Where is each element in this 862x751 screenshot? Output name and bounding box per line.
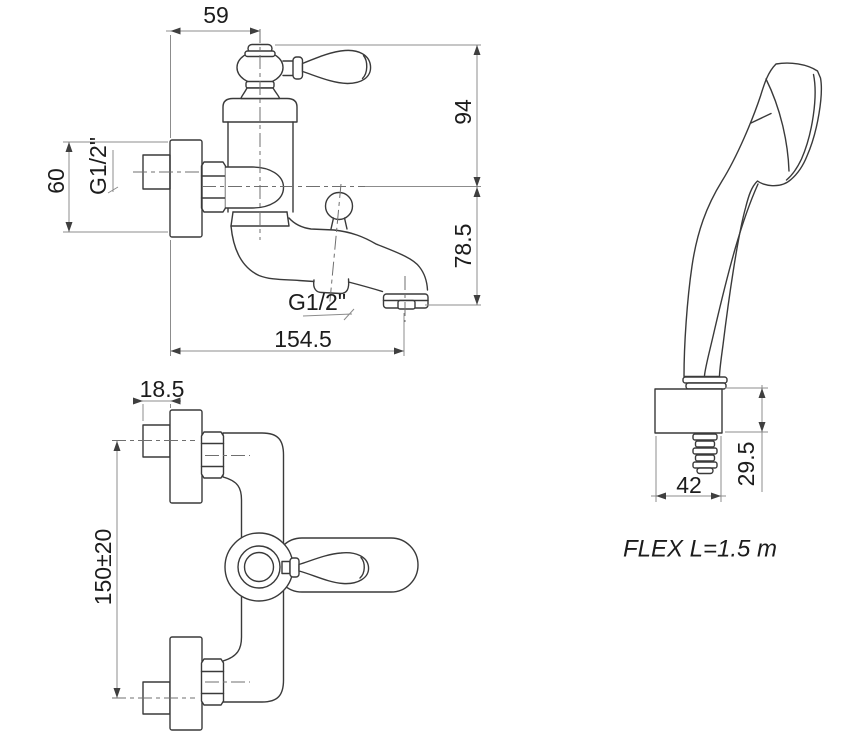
dim-154-5: 154.5 bbox=[170, 240, 405, 356]
dim-150-20: 150±20 bbox=[90, 441, 121, 698]
shower-bracket-block bbox=[654, 388, 723, 434]
dim-42-label: 42 bbox=[676, 472, 702, 498]
dim-29-5-label: 29.5 bbox=[733, 442, 759, 487]
dim-42: 42 bbox=[651, 436, 726, 502]
handle-lever bbox=[301, 49, 372, 85]
shower-handle-crease bbox=[703, 183, 759, 377]
dim-154-5-label: 154.5 bbox=[274, 326, 332, 352]
front-hex-nut bbox=[200, 161, 227, 213]
front-view: 59 94 78.5 60 G1/2" 154.5 bbox=[43, 2, 481, 356]
front-lever-handle bbox=[236, 43, 372, 100]
dim-94-and-78-5: 94 78.5 bbox=[275, 44, 481, 306]
flex-note: FLEX L=1.5 m bbox=[623, 536, 777, 563]
plan-wall-flange-top bbox=[169, 409, 203, 504]
dim-60: 60 bbox=[43, 141, 168, 233]
front-hose-boss bbox=[312, 278, 350, 295]
dim-150-20-label: 150±20 bbox=[90, 529, 116, 606]
dim-94-label: 94 bbox=[450, 99, 476, 125]
front-body-skirt bbox=[230, 211, 290, 227]
inlet-thread-text: G1/2" bbox=[85, 137, 111, 195]
shower-handle-outline bbox=[683, 62, 822, 378]
dim-59-label: 59 bbox=[203, 2, 229, 28]
front-centerlines bbox=[133, 29, 406, 322]
plan-centerlines bbox=[112, 440, 250, 699]
front-body-band bbox=[222, 97, 298, 123]
front-wall-flange bbox=[169, 139, 203, 238]
front-body-barrel bbox=[224, 166, 285, 209]
dim-60-label: 60 bbox=[43, 168, 69, 194]
shower-head-crease bbox=[765, 78, 790, 172]
shower-handle-ring bbox=[682, 376, 728, 384]
plan-wall-flange-bottom bbox=[169, 636, 203, 731]
handle-neck bbox=[282, 60, 294, 77]
dim-78-5-label: 78.5 bbox=[450, 224, 476, 269]
dim-29-5: 29.5 bbox=[725, 385, 768, 492]
handle-ferrule bbox=[292, 56, 304, 80]
dim-59: 59 bbox=[166, 2, 260, 138]
hand-shower: 42 29.5 FLEX L=1.5 m bbox=[623, 62, 822, 563]
shower-hose-nipple bbox=[692, 433, 718, 475]
shower-face-edge bbox=[785, 73, 816, 181]
front-spout bbox=[230, 217, 429, 310]
dim-18-5-label: 18.5 bbox=[140, 376, 185, 402]
front-diverter-knob bbox=[324, 191, 354, 230]
plan-lever-handle bbox=[281, 552, 370, 585]
dim-18-5: 18.5 bbox=[133, 376, 184, 421]
label-inlet-thread: G1/2" bbox=[85, 137, 119, 195]
plan-view: 18.5 150±20 bbox=[90, 376, 419, 731]
label-hose-thread: G1/2" bbox=[288, 289, 355, 321]
hose-thread-text: G1/2" bbox=[288, 289, 346, 315]
